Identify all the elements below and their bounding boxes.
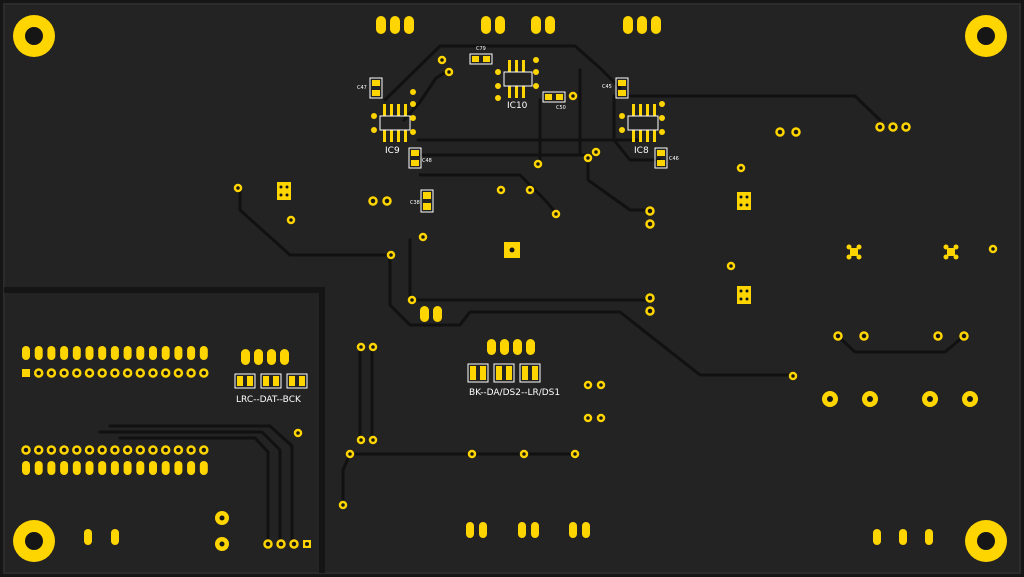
c79: C79 (469, 46, 493, 65)
c47: C47 (357, 77, 383, 99)
header-pad (199, 346, 208, 360)
c46: C46 (654, 147, 679, 169)
ic10: IC10 (495, 57, 539, 111)
mounting-holes (13, 15, 1007, 562)
header-pad (46, 445, 57, 455)
header-pad (149, 346, 157, 360)
header-pad (59, 445, 69, 455)
header-pad (123, 346, 132, 360)
header-pad (136, 461, 145, 475)
header-pad (72, 461, 81, 475)
header-pad (135, 368, 146, 378)
header-pad (186, 368, 196, 378)
header-pad (47, 346, 56, 360)
header-pad (98, 461, 107, 475)
header-pad (173, 445, 184, 455)
header-pad (187, 346, 196, 360)
header-pad (72, 368, 82, 378)
header-pad (148, 445, 158, 455)
c46-label: C46 (669, 156, 679, 162)
header-pad (123, 461, 132, 475)
header-pad (59, 368, 69, 378)
header-pad (33, 368, 44, 378)
header-pad (148, 368, 158, 378)
header-pad (46, 368, 57, 378)
header-pad (199, 461, 208, 475)
header-pad (34, 346, 43, 360)
ic8: IC8 (619, 101, 665, 156)
c79-label: C79 (476, 46, 486, 52)
header-pad (110, 445, 120, 455)
header-pad (72, 346, 81, 360)
header-pad (98, 346, 107, 360)
c38: C38 (410, 189, 434, 213)
c50: C50 (542, 91, 566, 111)
header-pad (161, 346, 170, 360)
header-pad (97, 445, 107, 455)
header-pad (21, 445, 31, 455)
header-pad (110, 461, 119, 475)
jumper-block-right: BK--DA/DS2--LR/DS1 (467, 363, 560, 398)
bottom-left-connector (263, 539, 311, 549)
large-pads (215, 391, 978, 551)
header-pad (173, 368, 184, 378)
traces (98, 44, 966, 545)
header-pad (84, 368, 95, 378)
jumper-left-label: LRC--DAT--BCK (236, 395, 302, 405)
c48: C48 (408, 147, 432, 169)
c48-label: C48 (422, 158, 432, 164)
header-pad (122, 445, 133, 455)
ic8-label: IC8 (634, 146, 649, 156)
c47-label: C47 (357, 85, 367, 91)
header-pad (60, 461, 69, 475)
header-pad (84, 445, 95, 455)
c38-label: C38 (410, 200, 420, 206)
header-pad (160, 445, 171, 455)
header-pad (33, 445, 44, 455)
header-pad (110, 346, 119, 360)
header-pad (97, 368, 107, 378)
header-pad (122, 368, 133, 378)
header-pad (22, 461, 30, 475)
header-pad (135, 445, 146, 455)
header-pad (186, 445, 196, 455)
vias (233, 55, 998, 510)
header-pad (187, 461, 196, 475)
header-pad (174, 346, 183, 360)
square-footprints (277, 182, 959, 304)
header-pad (110, 368, 120, 378)
header-pad (161, 461, 170, 475)
ic10-label: IC10 (507, 101, 528, 111)
header-pad (85, 461, 94, 475)
ic9-label: IC9 (385, 146, 400, 156)
c45-label: C45 (602, 84, 612, 90)
header-pad (47, 461, 56, 475)
header-pad (72, 445, 82, 455)
header-pad (199, 368, 209, 378)
header-pad (85, 346, 94, 360)
top-connector-pads (376, 16, 661, 34)
jumper-right-label: BK--DA/DS2--LR/DS1 (469, 388, 560, 398)
header-pad (160, 368, 171, 378)
header-pad (22, 346, 30, 360)
header-pad (149, 461, 157, 475)
capacitors: C47 C79 C45 C50 C48 C46 (357, 46, 679, 213)
header-pad (60, 346, 69, 360)
jumper-block-left: LRC--DAT--BCK (234, 373, 308, 405)
header-pad (22, 369, 30, 377)
c45: C45 (602, 77, 629, 99)
ic9: IC9 (371, 89, 416, 156)
inset-panel-outline (4, 287, 325, 573)
header-pad (199, 445, 209, 455)
oval-pads (84, 306, 933, 545)
header-rows (21, 346, 209, 475)
header-pad (136, 346, 145, 360)
header-pad (174, 461, 183, 475)
c50-label: C50 (556, 105, 566, 111)
header-pad (34, 461, 43, 475)
